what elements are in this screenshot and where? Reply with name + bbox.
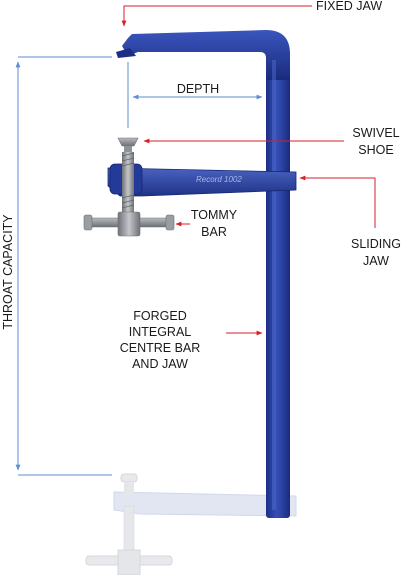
depth-label: DEPTH bbox=[177, 82, 219, 96]
tommy-bar-label-line1: TOMMY bbox=[191, 208, 238, 222]
centre-bar-label-line1: FORGED bbox=[133, 309, 186, 323]
centre-bar-label-line4: AND JAW bbox=[132, 357, 188, 371]
clamp-body bbox=[116, 30, 290, 518]
swivel-shoe-label-line1: SWIVEL bbox=[352, 126, 399, 140]
swivel-shoe-label-line2: SHOE bbox=[358, 143, 393, 157]
fixed-jaw-label: FIXED JAW bbox=[316, 0, 382, 13]
tommy-bar bbox=[83, 211, 175, 237]
sliding-jaw: Record 1002 bbox=[107, 163, 297, 197]
fixed-jaw-callout bbox=[121, 5, 312, 27]
centre-bar-label-line2: INTEGRAL bbox=[129, 325, 192, 339]
jaw-engraving: Record 1002 bbox=[196, 175, 242, 184]
throat-capacity-dimension bbox=[15, 56, 112, 476]
screw-thread bbox=[121, 152, 135, 212]
swivel-shoe bbox=[117, 137, 139, 152]
throat-capacity-label: THROAT CAPACITY bbox=[1, 214, 15, 330]
sliding-jaw-label-line1: SLIDING bbox=[351, 237, 401, 251]
tommy-bar-label-line2: BAR bbox=[201, 225, 227, 239]
sliding-jaw-callout bbox=[299, 175, 376, 228]
ghost-sliding-jaw bbox=[85, 473, 297, 575]
depth-dimension bbox=[127, 62, 263, 128]
sliding-jaw-label-line2: JAW bbox=[363, 254, 389, 268]
centre-bar-label-line3: CENTRE BAR bbox=[120, 341, 201, 355]
